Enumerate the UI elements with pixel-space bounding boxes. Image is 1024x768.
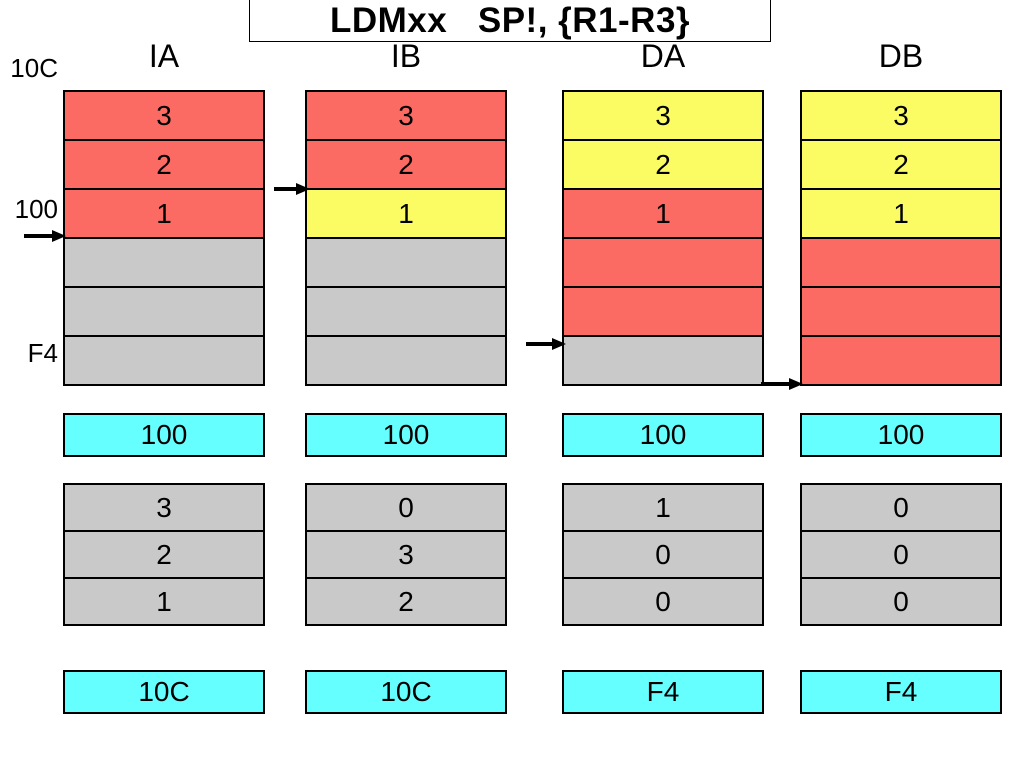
register-table-ib: 0 3 2	[305, 483, 507, 626]
stack-pointer-arrow-db	[761, 377, 803, 391]
instruction-title-box: LDMxx SP!, {R1-R3}	[249, 0, 771, 42]
register-cell: 0	[655, 585, 671, 617]
memory-cell	[307, 337, 505, 384]
sp-after-ia: 10C	[63, 670, 265, 714]
register-cell: 0	[802, 532, 1000, 579]
memory-cell: 3	[802, 92, 1000, 141]
column-header-db: DB	[878, 38, 924, 74]
memory-cell	[307, 239, 505, 288]
memory-cell: 2	[564, 141, 762, 190]
sp-before-db: 100	[800, 413, 1002, 457]
memory-cell	[802, 337, 1000, 384]
sp-after-ib: 10C	[305, 670, 507, 714]
register-table-ia: 3 2 1	[63, 483, 265, 626]
memory-cell: 2	[802, 141, 1000, 190]
memory-cell	[564, 337, 762, 384]
stack-pointer-arrow-ib	[274, 182, 310, 196]
memory-stack-ia: 3 2 1	[63, 90, 265, 386]
sp-before-da: 100	[562, 413, 764, 457]
register-cell: 3	[65, 485, 263, 532]
register-cell: 0	[564, 532, 762, 579]
register-cell: 2	[65, 532, 263, 579]
column-header-da: DA	[640, 38, 686, 74]
sp-before-ib: 100	[305, 413, 507, 457]
register-cell: 0	[893, 585, 909, 617]
register-table-da: 1 0 0	[562, 483, 764, 626]
column-header-ia: IA	[148, 38, 180, 74]
sp-after-db: F4	[800, 670, 1002, 714]
register-cell: 1	[156, 585, 172, 617]
memory-cell: 1	[564, 190, 762, 239]
memory-cell	[802, 288, 1000, 337]
memory-cell: 1	[307, 190, 505, 239]
stack-pointer-arrow-da	[526, 337, 566, 351]
instruction-title: LDMxx SP!, {R1-R3}	[329, 1, 691, 40]
register-cell: 2	[398, 585, 414, 617]
register-table-db: 0 0 0	[800, 483, 1002, 626]
memory-cell	[65, 288, 263, 337]
memory-cell	[65, 337, 263, 384]
memory-cell: 2	[307, 141, 505, 190]
memory-cell: 1	[65, 190, 263, 239]
memory-stack-ib: 3 2 1	[305, 90, 507, 386]
memory-cell	[564, 288, 762, 337]
memory-cell: 3	[65, 92, 263, 141]
memory-cell	[564, 239, 762, 288]
memory-cell	[307, 288, 505, 337]
address-label-top: 10C	[10, 53, 58, 83]
stack-pointer-arrow-ia	[24, 229, 66, 243]
memory-cell	[802, 239, 1000, 288]
memory-cell	[65, 239, 263, 288]
memory-cell: 3	[564, 92, 762, 141]
address-label-bottom: F4	[27, 338, 58, 368]
sp-before-ia: 100	[63, 413, 265, 457]
register-cell: 3	[307, 532, 505, 579]
address-label-middle: 100	[14, 194, 58, 224]
memory-stack-da: 3 2 1	[562, 90, 764, 386]
memory-cell: 3	[307, 92, 505, 141]
column-header-ib: IB	[390, 38, 422, 74]
memory-cell: 2	[65, 141, 263, 190]
sp-after-da: F4	[562, 670, 764, 714]
register-cell: 0	[307, 485, 505, 532]
register-cell: 0	[802, 485, 1000, 532]
memory-cell: 1	[802, 190, 1000, 239]
memory-stack-db: 3 2 1	[800, 90, 1002, 386]
register-cell: 1	[564, 485, 762, 532]
